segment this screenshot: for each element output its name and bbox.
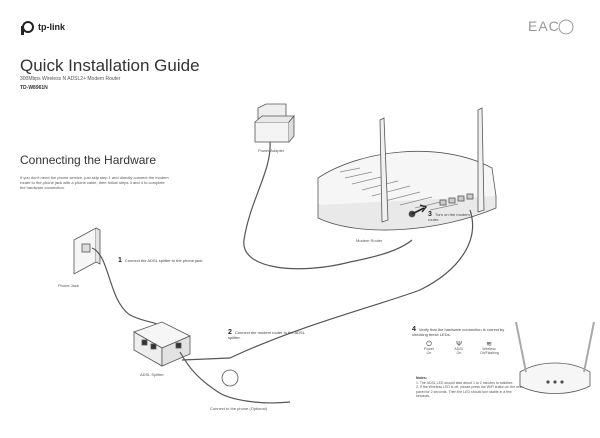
step-1-text: Connect the ADSL splitter to the phone j… xyxy=(124,258,204,263)
label-phone-optional: Connect to the phone (Optional) xyxy=(210,406,267,411)
led-wireless-label: Wireless xyxy=(482,347,496,351)
modem-router-icon xyxy=(317,107,497,231)
led-adsl: Ψ ADSL On xyxy=(450,341,468,355)
model-number: TD-W8961N xyxy=(20,85,48,91)
step-1-number: 1 xyxy=(118,257,122,264)
led-wireless: ≋ Wireless On/Flashing xyxy=(480,341,499,355)
section-title: Connecting the Hardware xyxy=(20,153,157,167)
page-title: Quick Installation Guide xyxy=(20,56,200,75)
section-intro: If you don't need the phone service, jus… xyxy=(20,175,169,190)
note-2: 2. If the Wireless LED is off, please pr… xyxy=(416,385,523,398)
led-power-state: On xyxy=(426,351,432,355)
label-modem-router: Modem Router xyxy=(356,238,383,243)
label-power-adapter: Power Adapter xyxy=(258,148,285,153)
brand-name: tp-link xyxy=(38,22,65,32)
page-subtitle: 300Mbps Wireless N ADSL2+ Modem Router xyxy=(20,76,121,82)
router-led-illustration xyxy=(515,321,595,394)
tp-link-logo xyxy=(21,21,34,35)
label-phone-jack: Phone Jack xyxy=(58,283,79,288)
step-2-number: 2 xyxy=(228,329,232,336)
led-wireless-state: On/Flashing xyxy=(480,351,499,355)
certification-icon xyxy=(558,19,574,35)
note-1: 1. The ADSL LED should take about 1 to 2… xyxy=(416,380,514,385)
cert-mark: EAC xyxy=(528,18,560,34)
adsl-icon: Ψ xyxy=(456,341,462,348)
phone-jack-icon xyxy=(73,227,101,275)
led-adsl-label: ADSL xyxy=(454,347,464,351)
label-adsl-splitter: ADSL Splitter xyxy=(140,372,164,377)
led-power-label: Power xyxy=(424,347,434,351)
step-4-number: 4 xyxy=(412,326,416,333)
adsl-splitter-icon xyxy=(133,321,191,367)
step-3-text: Turn on the modem router. xyxy=(428,212,470,222)
led-adsl-state: On xyxy=(456,351,462,355)
led-power: ⏻ Power On xyxy=(420,341,438,355)
power-icon: ⏻ xyxy=(426,341,432,348)
step-3-number: 3 xyxy=(428,211,432,218)
notes-heading: Notes: xyxy=(416,376,427,380)
led-legend: ⏻ Power On Ψ ADSL On ≋ Wireless On/Flash… xyxy=(420,341,499,355)
power-adapter-icon xyxy=(254,103,295,143)
step-2-text: Connect the modem router to the ADSL spl… xyxy=(228,330,305,340)
step-4-text: Verify that the hardware connection is c… xyxy=(412,327,505,337)
notes: Notes: 1. The ADSL LED should take about… xyxy=(416,376,526,399)
wireless-icon: ≋ xyxy=(486,341,492,348)
